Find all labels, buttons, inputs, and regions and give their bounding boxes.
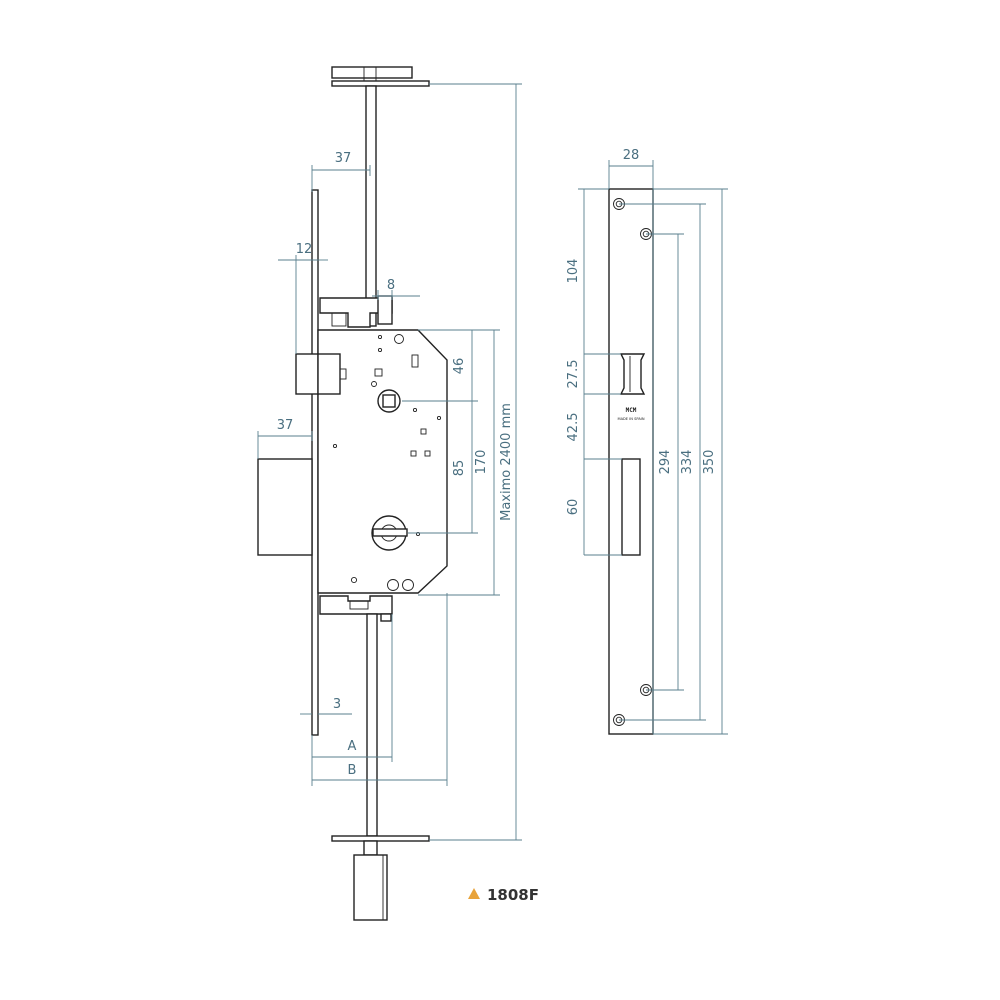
top-rod [365,85,377,327]
faceplate-brand: MCM [626,407,637,414]
bottom-rod-plate [331,835,430,842]
latch-bolt [295,353,319,395]
lock-faceplate [311,189,319,736]
top-rod-plate [331,80,430,87]
dim-key-distance: 85 [452,460,467,477]
bottom-rod [366,613,378,837]
dim-bolt-height: 60 [566,499,581,516]
dim-middle-holes: 334 [680,450,695,475]
dim-plate-thickness: 3 [333,697,341,712]
dim-spindle-distance: 46 [452,358,467,375]
dim-max-height: Maximo 2400 mm [499,403,514,521]
faceplate-origin: MADE IN SPAIN [617,417,644,421]
dim-label-a: A [348,739,357,754]
deadbolt [257,458,313,556]
product-code: 1808F [487,886,539,904]
bottom-rod-tip [353,854,388,921]
faceplate-latch [619,353,646,395]
dim-plate-width: 28 [623,148,640,163]
product-marker-icon [468,888,480,899]
faceplate-front-view: MCM MADE IN SPAIN [608,188,654,735]
dim-box-offset: 37 [277,418,294,433]
product-label: 1808F [468,886,539,904]
faceplate-deadbolt [621,458,641,556]
lock-side-view [257,66,448,921]
dim-latch-offset: 8 [387,278,395,293]
dim-latch-height: 27.5 [566,360,581,389]
dim-top-rod-offset: 37 [335,151,352,166]
dim-inner-holes: 294 [658,450,673,475]
front-view-dimensions: 28 104 27.5 42.5 60 294 334 350 [566,148,728,735]
dim-plate-length: 350 [702,450,717,475]
top-rod-cap [331,66,413,79]
dim-label-b: B [348,763,357,778]
dim-latch-to-bolt: 42.5 [566,413,581,442]
dim-top-to-latch: 104 [566,259,581,284]
side-view-dimensions: 37 12 8 37 46 85 170 Maxi [257,83,522,841]
dim-faceplate-depth: 12 [296,242,313,257]
dim-case-height: 170 [474,450,489,475]
